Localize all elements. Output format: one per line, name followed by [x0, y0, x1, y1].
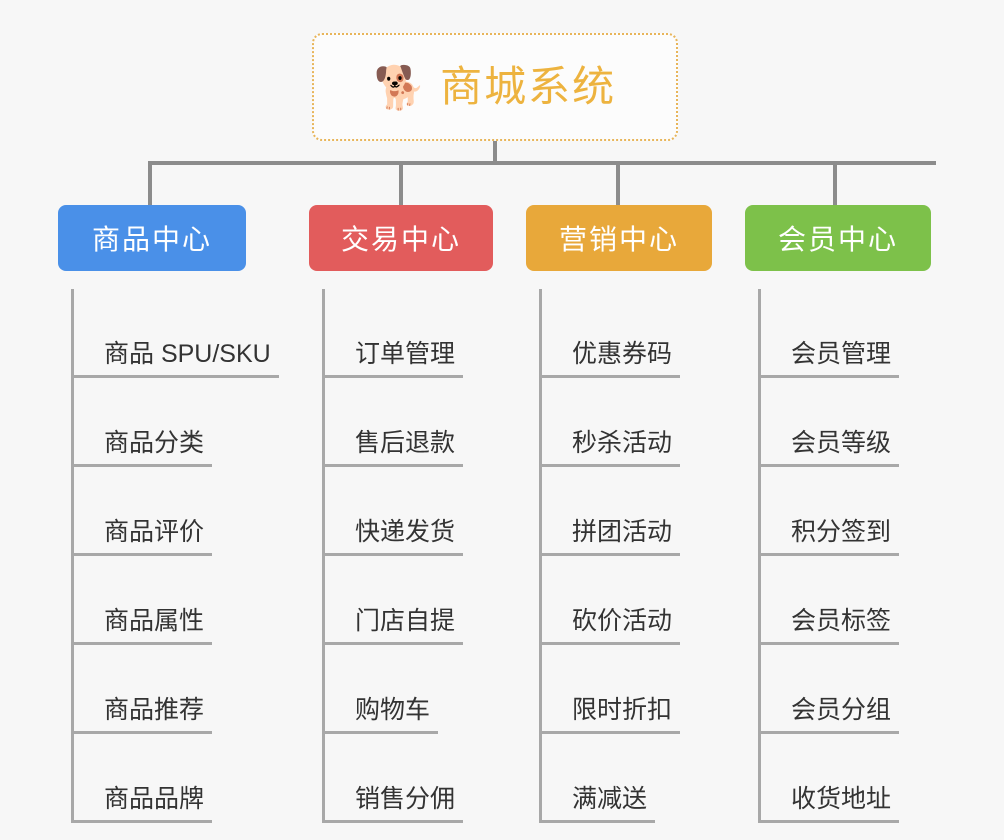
list-item-label: 优惠券码: [541, 340, 681, 378]
list-item[interactable]: 优惠券码: [541, 289, 712, 378]
list-item[interactable]: 会员等级: [760, 378, 931, 467]
list-item-label: 拼团活动: [541, 518, 681, 556]
branch-header-trade[interactable]: 交易中心: [309, 205, 493, 271]
list-item-label: 商品 SPU/SKU: [74, 340, 279, 378]
list-item[interactable]: 收货地址: [760, 734, 931, 823]
branch-items-trade: 订单管理 售后退款 快递发货 门店自提 购物车 销售分佣: [322, 289, 493, 823]
connector-drop-3: [616, 163, 620, 207]
branch-column-marketing: 营销中心 优惠券码 秒杀活动 拼团活动 砍价活动 限时折扣 满减送: [526, 205, 712, 823]
list-item-label: 购物车: [324, 696, 439, 734]
shiba-dog-emoji-icon: 🐕: [373, 64, 427, 111]
list-item[interactable]: 商品分类: [73, 378, 246, 467]
list-item[interactable]: 拼团活动: [541, 467, 712, 556]
connector-drop-4: [833, 163, 837, 207]
list-item[interactable]: 商品评价: [73, 467, 246, 556]
list-item-label: 满减送: [541, 785, 656, 823]
list-item-label: 门店自提: [324, 607, 464, 645]
list-item[interactable]: 销售分佣: [324, 734, 493, 823]
list-item[interactable]: 秒杀活动: [541, 378, 712, 467]
list-item-label: 商品评价: [73, 518, 213, 556]
branch-items-product: 商品 SPU/SKU 商品分类 商品评价 商品属性 商品推荐 商品品牌: [71, 289, 279, 823]
connector-horizontal-bus: [148, 161, 936, 165]
branch-column-member: 会员中心 会员管理 会员等级 积分签到 会员标签 会员分组 收货地址: [745, 205, 931, 823]
list-item[interactable]: 门店自提: [324, 556, 493, 645]
branch-header-product[interactable]: 商品中心: [58, 205, 246, 271]
list-item-label: 会员等级: [760, 429, 900, 467]
connector-root-stem: [493, 141, 497, 165]
list-item[interactable]: 购物车: [324, 645, 493, 734]
root-node[interactable]: 🐕 商城系统: [312, 33, 678, 141]
list-item-label: 会员分组: [760, 696, 900, 734]
branch-items-marketing: 优惠券码 秒杀活动 拼团活动 砍价活动 限时折扣 满减送: [539, 289, 712, 823]
list-item[interactable]: 会员分组: [760, 645, 931, 734]
list-item-label: 商品属性: [73, 607, 213, 645]
list-item-label: 订单管理: [324, 340, 464, 378]
list-item[interactable]: 商品属性: [73, 556, 246, 645]
list-item-label: 砍价活动: [541, 607, 681, 645]
root-node-title: 商城系统: [440, 63, 617, 110]
list-item[interactable]: 商品推荐: [73, 645, 246, 734]
list-item[interactable]: 会员管理: [760, 289, 931, 378]
list-item[interactable]: 满减送: [541, 734, 712, 823]
list-item-label: 商品推荐: [73, 696, 213, 734]
list-item-label: 快递发货: [324, 518, 464, 556]
list-item[interactable]: 会员标签: [760, 556, 931, 645]
list-item[interactable]: 商品 SPU/SKU: [74, 289, 279, 378]
list-item[interactable]: 售后退款: [324, 378, 493, 467]
branch-column-product: 商品中心 商品 SPU/SKU 商品分类 商品评价 商品属性 商品推荐 商品品牌: [58, 205, 279, 823]
list-item-label: 销售分佣: [324, 785, 464, 823]
connector-drop-2: [399, 163, 403, 207]
list-item[interactable]: 快递发货: [324, 467, 493, 556]
list-item-label: 收货地址: [760, 785, 900, 823]
list-item[interactable]: 商品品牌: [73, 734, 246, 823]
branch-header-member[interactable]: 会员中心: [745, 205, 931, 271]
list-item-label: 会员管理: [760, 340, 900, 378]
branch-items-member: 会员管理 会员等级 积分签到 会员标签 会员分组 收货地址: [758, 289, 931, 823]
list-item-label: 限时折扣: [541, 696, 681, 734]
list-item[interactable]: 积分签到: [760, 467, 931, 556]
list-item[interactable]: 限时折扣: [541, 645, 712, 734]
list-item[interactable]: 订单管理: [324, 289, 493, 378]
list-item-label: 商品品牌: [73, 785, 213, 823]
list-item-label: 售后退款: [324, 429, 464, 467]
list-item-label: 会员标签: [760, 607, 900, 645]
list-item-label: 秒杀活动: [541, 429, 681, 467]
list-item-label: 积分签到: [760, 518, 900, 556]
list-item-label: 商品分类: [73, 429, 213, 467]
branch-header-marketing[interactable]: 营销中心: [526, 205, 712, 271]
list-item[interactable]: 砍价活动: [541, 556, 712, 645]
connector-drop-1: [148, 163, 152, 207]
branch-column-trade: 交易中心 订单管理 售后退款 快递发货 门店自提 购物车 销售分佣: [309, 205, 493, 823]
